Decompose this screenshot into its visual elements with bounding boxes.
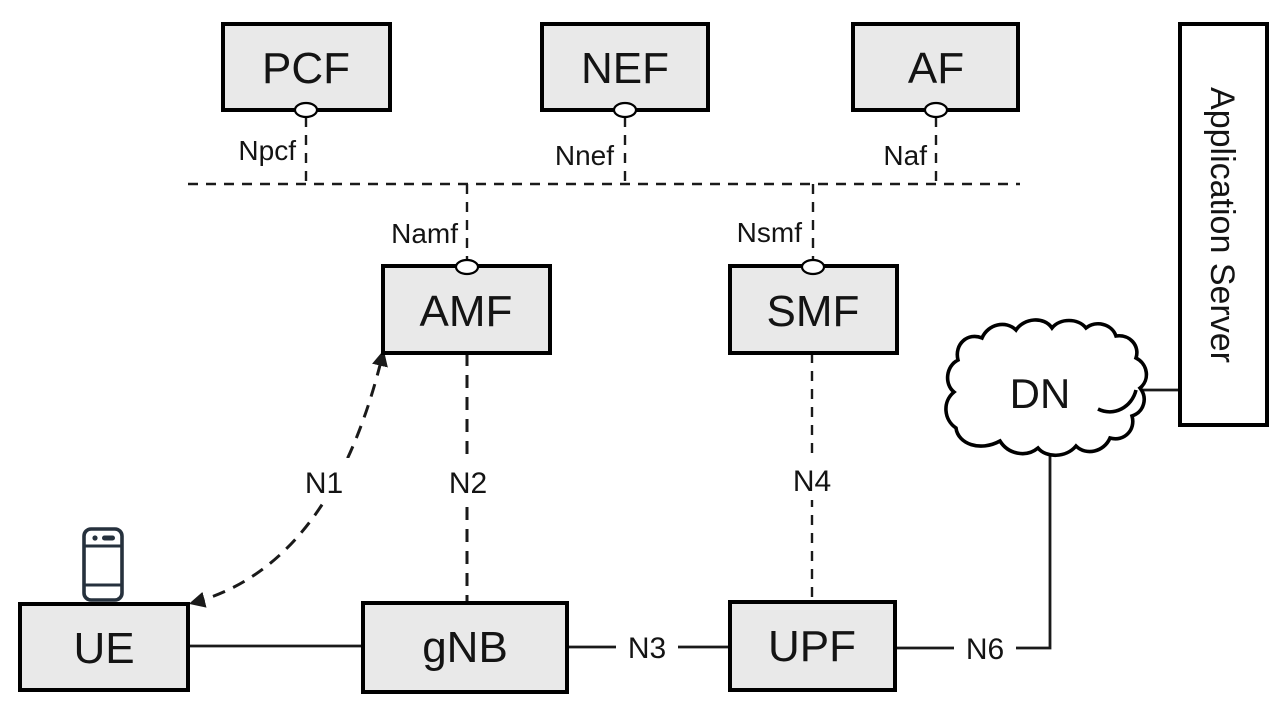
af-service-port	[923, 101, 949, 119]
edge-label-n3: N3	[616, 626, 678, 668]
node-ue: UE	[18, 602, 190, 692]
node-upf: UPF	[728, 600, 897, 692]
node-pcf-label: PCF	[262, 44, 350, 93]
node-ue-label: UE	[73, 624, 134, 673]
smartphone-icon	[82, 527, 124, 602]
edge-label-n2: N2	[440, 458, 496, 502]
label-nsmf: Nsmf	[737, 217, 803, 248]
node-app-server: Application Server	[1178, 22, 1269, 427]
node-upf-label: UPF	[768, 622, 856, 671]
node-amf-label: AMF	[420, 287, 513, 336]
label-n4: N4	[793, 465, 831, 498]
label-npcf: Npcf	[238, 135, 296, 166]
label-namf: Namf	[391, 218, 458, 249]
node-af: AF	[851, 22, 1020, 119]
label-n2: N2	[449, 467, 487, 500]
node-app-server-label: Application Server	[1203, 87, 1241, 363]
node-amf: AMF	[381, 258, 552, 355]
node-pcf: PCF	[221, 22, 392, 119]
edge-n1-curve	[188, 349, 388, 608]
node-smf: SMF	[728, 258, 899, 355]
node-gnb: gNB	[361, 601, 569, 694]
node-gnb-label: gNB	[422, 623, 508, 672]
node-nef-label: NEF	[581, 44, 669, 93]
nef-service-port	[612, 101, 638, 119]
pcf-service-port	[293, 101, 319, 119]
label-nnef: Nnef	[555, 140, 614, 171]
cloud-curl	[1097, 389, 1138, 414]
node-dn: DN	[944, 318, 1149, 458]
node-nef: NEF	[540, 22, 710, 119]
node-smf-label: SMF	[767, 287, 860, 336]
amf-service-port	[454, 258, 480, 276]
cloud-shape	[944, 318, 1149, 458]
label-n6: N6	[966, 633, 1004, 666]
smf-service-port	[800, 258, 826, 276]
label-n3: N3	[628, 632, 666, 665]
edge-label-n6: N6	[954, 628, 1016, 668]
label-n1: N1	[305, 467, 343, 500]
edge-n6-line	[895, 450, 1052, 650]
label-naf: Naf	[883, 140, 927, 171]
edge-label-n1: N1	[296, 458, 352, 502]
edge-label-n4: N4	[784, 456, 840, 500]
node-af-label: AF	[908, 44, 964, 93]
node-dn-label: DN	[1010, 370, 1071, 417]
